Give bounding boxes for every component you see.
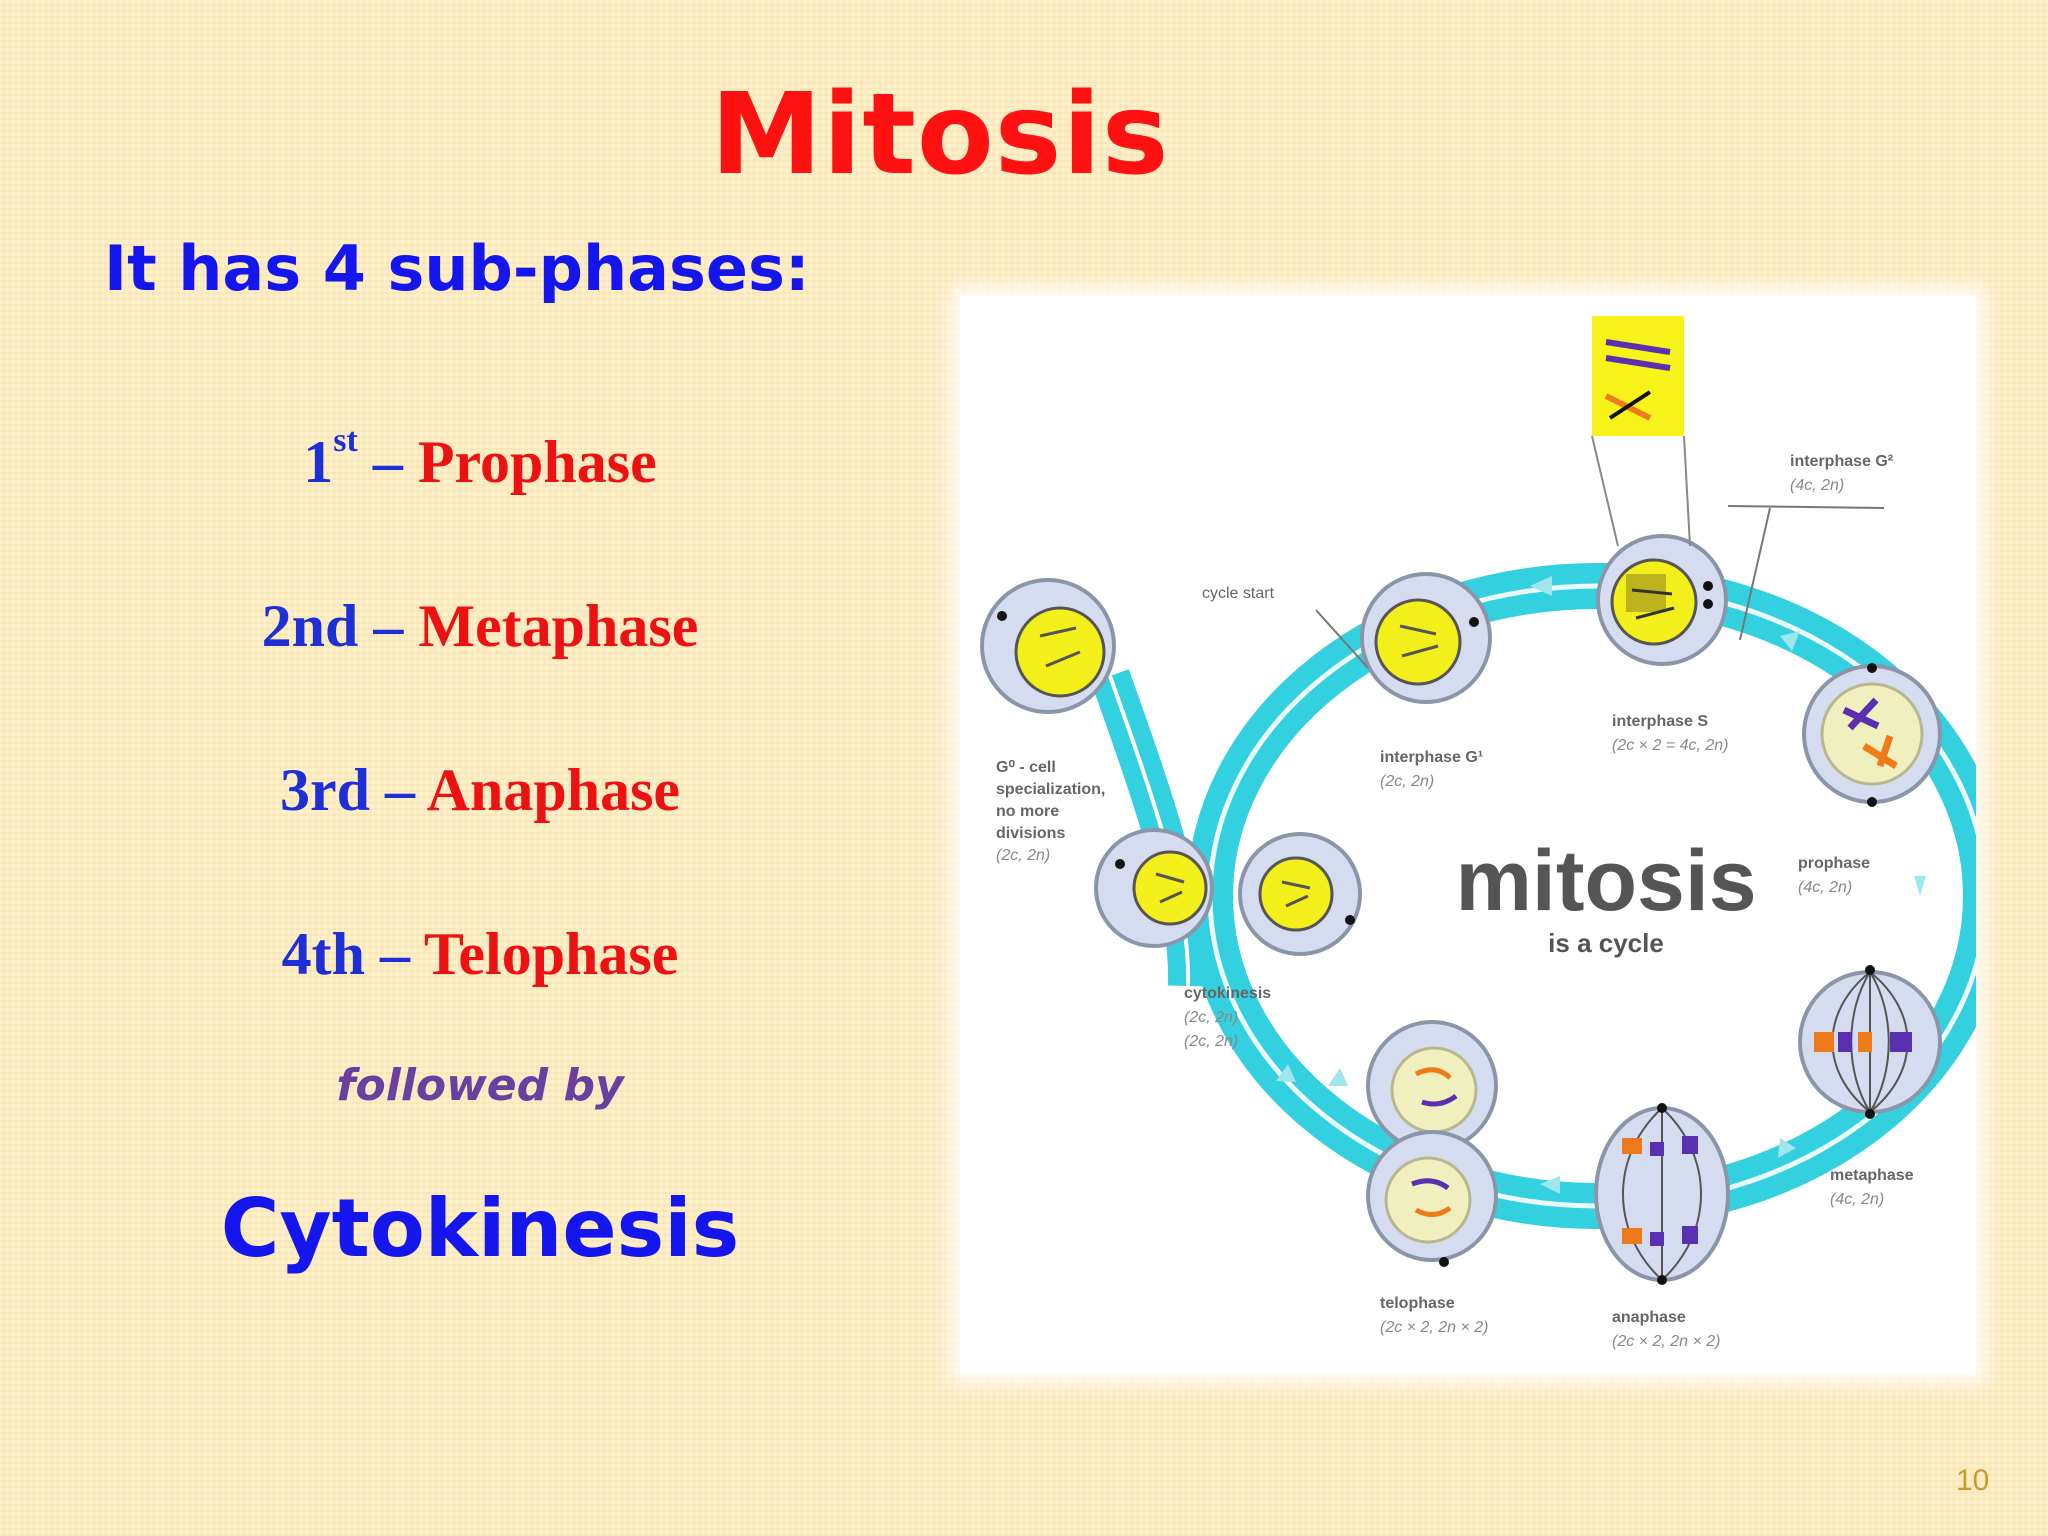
label-cytokinesis-sub: (2c, 2n) [1184,1033,1238,1050]
cell-daughter-1 [1094,828,1214,948]
phase-item-anaphase: 3rd – Anaphase [0,756,960,825]
label-prophase-sub: (4c, 2n) [1798,879,1852,896]
leader-line [1739,507,1771,641]
label-anaphase: anaphase [1612,1309,1686,1326]
label-g0: divisions [996,825,1065,842]
phase-name: Prophase [417,429,657,495]
cell-metaphase [1798,965,1942,1119]
phase-item-telophase: 4th – Telophase [0,920,960,989]
label-interphase-s-sub: (2c × 2 = 4c, 2n) [1612,737,1729,754]
label-g0: G⁰ - cell [996,759,1056,776]
leader-line [1315,609,1369,669]
phase-name: Telophase [423,921,679,987]
label-interphase-s: interphase S [1612,713,1708,730]
label-interphase-g1-sub: (2c, 2n) [1380,773,1434,790]
arrow-icon [1276,1064,1296,1082]
label-cytokinesis: cytokinesis [1184,985,1271,1002]
cell-prophase [1802,663,1942,807]
center-subtitle: is a cycle [1548,928,1664,958]
phase-name: Anaphase [426,757,681,823]
subtitle: It has 4 sub-phases: [104,232,810,305]
center-title: mitosis [1455,833,1756,929]
arrow-icon [1530,576,1552,596]
page-number: 10 [1956,1464,1990,1497]
phase-ordinal: 1st – [303,422,418,495]
cell-g0 [980,578,1116,714]
label-g0: no more [996,803,1059,820]
phase-ordinal: 3rd – [279,757,427,823]
arrow-icon [1328,1068,1348,1086]
arrow-icon [1780,631,1800,651]
label-metaphase: metaphase [1830,1167,1914,1184]
arrow-icon [1540,1176,1560,1194]
arrow-icon [1778,1138,1796,1158]
cytokinesis-title: Cytokinesis [220,1182,740,1275]
leader-line [1727,505,1885,509]
cell-anaphase [1594,1103,1730,1285]
label-cytokinesis-sub: (2c, 2n) [1184,1009,1238,1026]
phase-item-metaphase: 2nd – Metaphase [0,592,960,661]
followed-by-text: followed by [336,1060,624,1111]
cell-daughter-2 [1238,832,1362,956]
zoom-inset [1591,316,1691,547]
arrow-icon [1914,876,1926,896]
ring-arrows [1276,576,1926,1194]
label-anaphase-sub: (2c × 2, 2n × 2) [1612,1333,1721,1350]
label-cycle-start: cycle start [1202,585,1275,602]
label-interphase-g1: interphase G¹ [1380,749,1483,766]
label-g0: (2c, 2n) [996,847,1050,864]
cell-interphase-s [1596,534,1728,666]
phase-ordinal: 4th – [281,921,424,987]
phase-ordinal: 2nd – [261,593,419,659]
label-telophase-sub: (2c × 2, 2n × 2) [1380,1319,1489,1336]
cycle-svg: cycle start G⁰ - cell specialization, no… [980,316,2009,1350]
mitosis-cycle-diagram: cycle start G⁰ - cell specialization, no… [960,296,2009,1374]
cell-interphase-g1 [1360,572,1492,704]
phase-name: Metaphase [418,593,699,659]
cell-telophase [1366,1020,1498,1267]
phase-item-prophase: 1st – Prophase [0,422,960,497]
label-interphase-g2-sub: (4c, 2n) [1790,477,1844,494]
label-metaphase-sub: (4c, 2n) [1830,1191,1884,1208]
label-interphase-g2: interphase G² [1790,453,1893,470]
label-prophase: prophase [1798,855,1870,872]
slide-title: Mitosis [710,70,1170,200]
label-g0: specialization, [996,781,1105,798]
label-telophase: telophase [1380,1295,1455,1312]
